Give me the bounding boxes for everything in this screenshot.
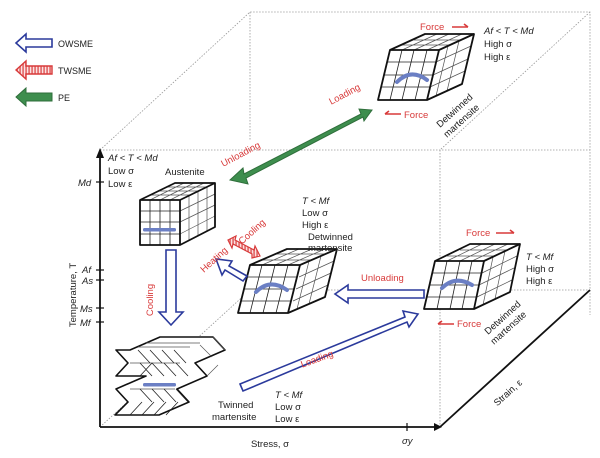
legend-label-owsme: OWSME — [58, 39, 93, 49]
variant-curve — [254, 282, 289, 294]
austenite-cube — [139, 182, 216, 246]
force-arrow-left-icon — [437, 320, 454, 325]
owsme-loading-arrow — [238, 309, 420, 393]
detwinned-low-name1: Detwinned — [308, 232, 353, 243]
twsme-arrow-icon — [14, 59, 53, 81]
detwinned-high-cond2: High σ — [526, 264, 554, 275]
detwinned-top-cube — [377, 33, 475, 101]
variant-curve — [395, 72, 429, 84]
pe-arrow-icon — [15, 86, 53, 108]
detwinned-low-stress-cube — [237, 248, 338, 314]
detwinned-low-cond2: Low σ — [302, 208, 328, 219]
detwinned-top-cond2: High σ — [484, 39, 512, 50]
variant-curve — [440, 278, 474, 290]
legend-item-owsme: OWSME — [14, 32, 93, 54]
detwinned-low-cond3: High ε — [302, 220, 329, 231]
legend-label-pe: PE — [58, 93, 70, 103]
unloading-label-owsme: Unloading — [361, 273, 404, 284]
twinned-cond3: Low ε — [275, 414, 300, 425]
force-arrow-right-icon — [496, 229, 515, 234]
detwinned-high-cond3: High ε — [526, 276, 553, 287]
axes — [96, 148, 591, 431]
twinned-name2: martensite — [212, 412, 256, 423]
stress-axis-arrow — [434, 423, 442, 431]
legend-item-pe: PE — [15, 86, 70, 108]
twinned-cond2: Low σ — [275, 402, 301, 413]
detwinned-top-cond1: Af < T < Md — [483, 26, 534, 37]
tick-sigma-y: σy — [402, 436, 414, 447]
tick-mf: Mf — [80, 318, 92, 329]
force-label-bottom: Force — [457, 319, 481, 330]
unloading-label-pe: Unloading — [219, 140, 262, 170]
temperature-axis-arrow — [96, 148, 104, 158]
detwinned-low-name2: martensite — [308, 243, 352, 254]
legend-item-twsme: TWSME — [14, 59, 92, 81]
austenite-cond3: Low ε — [108, 179, 133, 190]
temperature-axis-label: Temperature, T — [68, 263, 79, 327]
cooling-label-owsme: Cooling — [145, 284, 156, 316]
tick-as: As — [81, 276, 93, 287]
austenite-name: Austenite — [165, 167, 205, 178]
legend: OWSME TWSME PE — [14, 32, 93, 108]
owsme-return-arrow — [214, 258, 249, 283]
force-label-bottom: Force — [404, 110, 428, 121]
tick-ms: Ms — [80, 304, 93, 315]
force-arrow-right-icon — [452, 23, 469, 28]
pe-double-arrow — [228, 108, 373, 185]
tick-af: Af — [81, 265, 92, 276]
detwinned-top-cond3: High ε — [484, 52, 511, 63]
detwinned-low-cond1: T < Mf — [302, 196, 331, 207]
austenite-cond1: Af < T < Md — [107, 153, 158, 164]
twinned-label-group: Twinned martensite T < Mf Low σ Low ε — [212, 390, 304, 425]
variant-bar — [143, 383, 176, 387]
austenite-label-group: Af < T < Md Low σ Low ε Austenite — [107, 153, 205, 190]
loading-label-pe: Loading — [327, 82, 362, 108]
owsme-cooling-arrow — [157, 249, 185, 327]
twinned-name1: Twinned — [218, 400, 253, 411]
detwinned-high-cond1: T < Mf — [526, 252, 555, 263]
twsme-double-arrow — [227, 234, 261, 259]
twinned-martensite-block — [114, 336, 226, 416]
force-label-top: Force — [420, 22, 444, 33]
austenite-cond2: Low σ — [108, 166, 134, 177]
force-arrow-left-icon — [384, 110, 401, 115]
owsme-arrow-icon — [14, 32, 53, 54]
detwinned-high-stress-cube — [423, 243, 521, 310]
legend-label-twsme: TWSME — [58, 66, 92, 76]
detwinned-low-label-group: T < Mf Low σ High ε Detwinned martensite — [302, 196, 353, 254]
owsme-unloading-arrow — [333, 283, 425, 305]
twinned-cond1: T < Mf — [275, 390, 304, 401]
strain-axis-label: Strain, ε — [492, 377, 525, 409]
strain-axis — [439, 289, 591, 428]
cooling-label-twsme: Cooling — [237, 217, 268, 247]
variant-bar — [143, 228, 176, 232]
force-label-top: Force — [466, 228, 490, 239]
tick-md: Md — [78, 178, 92, 189]
stress-axis-label: Stress, σ — [251, 439, 289, 450]
